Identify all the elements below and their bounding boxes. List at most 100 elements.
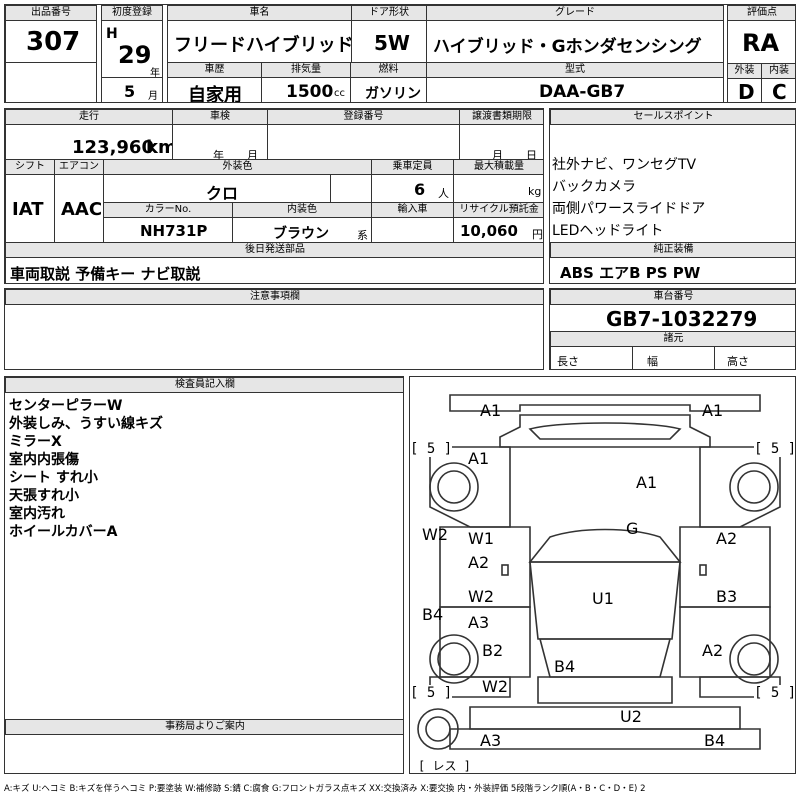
ext-color-blank [330, 174, 372, 203]
shift: IAT [12, 199, 44, 220]
name-cell: フリードハイブリッド [167, 20, 352, 63]
int-label: 内装 [761, 63, 795, 79]
recycle-cell: 10,060 円 [453, 217, 543, 243]
notes-block: 注意事項欄 [4, 288, 544, 370]
lot-number: 307 [26, 27, 81, 57]
inspector-block: 検査員記入欄 センターピラーW 外装しみ、うすい線キズ ミラーX 室内内張傷 シ… [4, 376, 404, 774]
door-type: 5W [374, 31, 410, 55]
mark-b2: B2 [482, 641, 504, 660]
chassis-block: 車台番号 GB7-1032279 諸元 長さ 幅 高さ [549, 288, 796, 370]
mark-a3-left: A3 [468, 613, 490, 632]
mark-w2-left: W2 [422, 525, 448, 544]
sales-point-2: バックカメラ [552, 179, 636, 195]
insp-month-unit: 月 [247, 149, 258, 162]
mid-left-block: 走行 123,960 km 車検 年 月 登録番号 譲渡書類期限 月 日 シフト… [4, 108, 544, 284]
sales-point-3: 両側パワースライドドア [552, 201, 706, 217]
inspector-label: 検査員記入欄 [5, 377, 403, 393]
history: 自家用 [188, 85, 242, 103]
sales-point-1: 社外ナビ、ワンセグTV [552, 157, 697, 173]
score-label: 評価点 [727, 5, 795, 21]
score: RA [742, 29, 780, 57]
capacity-unit: 人 [438, 187, 449, 200]
name-label: 車名 [167, 5, 352, 21]
import-label: 輸入車 [371, 202, 454, 218]
first-reg-label: 初度登録 [101, 5, 163, 21]
inspector-line-2: 外装しみ、うすい線キズ [9, 416, 163, 432]
inspector-line-4: 室内内張傷 [9, 452, 79, 468]
car-outline [417, 394, 781, 750]
mark-a2-right: A2 [716, 529, 738, 548]
spare-tire: [ レス ] [418, 759, 471, 773]
mark-a1-hood: A1 [468, 449, 490, 468]
mark-b4-tailgate: B4 [554, 657, 576, 676]
later-cell: 車両取説 予備キー ナビ取説 [5, 257, 543, 283]
inspection-label: 車検 [172, 109, 268, 125]
length-label: 長さ [557, 355, 579, 368]
ext-color: クロ [206, 184, 239, 203]
insp-year-unit: 年 [213, 149, 224, 162]
mark-b4-left: B4 [422, 605, 444, 624]
lot-cell: 307 [5, 20, 97, 102]
grade: ハイブリッド・Gホンダセンシング [433, 37, 702, 57]
grade-cell: ハイブリッド・Gホンダセンシング [426, 20, 724, 63]
mark-a1-front-left: A1 [480, 401, 502, 420]
maxload-label: 最大積載量 [453, 159, 543, 175]
model-label: 型式 [426, 62, 724, 78]
color-no-cell: NH731P [103, 217, 233, 243]
year-unit: 年 [150, 68, 160, 79]
history-label: 車歴 [167, 62, 262, 78]
ext-color-label: 外装色 [103, 159, 372, 175]
ext-grade: D [738, 80, 755, 103]
displacement: 1500 [286, 82, 334, 102]
inspector-line-8: ホイールカバーA [9, 524, 118, 540]
model: DAA-GB7 [539, 82, 626, 102]
recycle-fee: 10,060 [460, 222, 518, 240]
maxload-unit: kg [528, 185, 542, 198]
int-color-label: 内装色 [232, 202, 372, 218]
int-color-unit: 系 [357, 229, 368, 242]
mark-u2: U2 [620, 707, 642, 726]
mileage-unit: km [146, 137, 172, 158]
sales-block: セールスポイント 社外ナビ、ワンセグTV バックカメラ 両側パワースライドドア … [549, 108, 796, 284]
fuel-cell: ガソリン [350, 77, 427, 102]
width-label: 幅 [647, 355, 658, 368]
ac-cell: AAC [54, 174, 104, 243]
score-cell: RA [727, 20, 795, 64]
later-label: 後日発送部品 [5, 242, 543, 258]
int-cell: C [761, 78, 795, 102]
mark-b3: B3 [716, 587, 738, 606]
spec-height-cell: 高さ [714, 346, 795, 369]
maxload-cell: kg [453, 174, 543, 203]
model-cell: DAA-GB7 [426, 77, 724, 102]
reg-divider [102, 77, 162, 78]
later-parts: 車両取説 予備キー ナビ取説 [10, 265, 201, 283]
fuel-label: 燃料 [350, 62, 427, 78]
spec-length-cell: 長さ [550, 346, 633, 369]
month-unit: 月 [148, 91, 158, 102]
mark-w2-rear-door: W2 [468, 587, 494, 606]
color-no: NH731P [140, 222, 208, 240]
spec-label: 諸元 [550, 331, 795, 347]
recycle-label: リサイクル預託金 [453, 202, 543, 218]
tire-front-left: [ 5 ] [410, 441, 453, 457]
mark-b4-bumper: B4 [704, 731, 726, 750]
history-cell: 自家用 [167, 77, 262, 103]
mark-w2-bottom: W2 [482, 677, 508, 696]
transfer-day-unit: 日 [526, 149, 537, 162]
capacity: 6 [414, 180, 426, 199]
genuine-label: 純正装備 [550, 242, 795, 258]
notes-label: 注意事項欄 [5, 289, 543, 305]
first-reg-cell: H 29 年 5 月 [101, 20, 163, 102]
mark-u1: U1 [592, 589, 614, 608]
ac: AAC [61, 199, 103, 220]
office-label: 事務局よりご案内 [5, 719, 403, 735]
mark-w1: W1 [468, 529, 494, 548]
inspector-line-3: ミラーX [9, 434, 62, 450]
mark-a1-front-right: A1 [702, 401, 724, 420]
inspector-line-5: シート すれ小 [9, 470, 98, 486]
ext-label: 外装 [727, 63, 762, 79]
reg-no-label: 登録番号 [267, 109, 460, 125]
color-no-label: カラーNo. [103, 202, 233, 218]
legend-footer: A:キズ U:ヘコミ B:キズを伴うヘコミ P:要塗装 W:補修跡 S:錆 C:… [4, 784, 646, 794]
shift-label: シフト [5, 159, 55, 175]
